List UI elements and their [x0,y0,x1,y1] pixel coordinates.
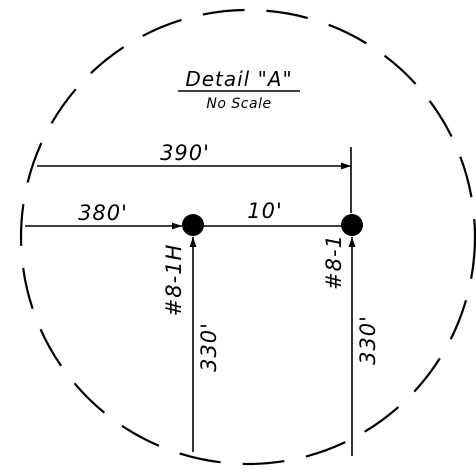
well-marker-8-1 [341,214,363,236]
well-label-8-1h: #8-1H [162,244,186,317]
detail-subtitle: No Scale [206,96,271,112]
well-label-8-1: #8-1 [322,234,346,290]
dimension-label-10: 10' [247,199,283,223]
detail-boundary-circle [19,8,476,466]
detail-title: Detail "A" [185,67,292,91]
dimension-label-330-left: 330' [197,322,221,372]
dimension-label-330-right: 330' [356,315,380,365]
dimension-label-390: 390' [160,141,210,165]
dimension-label-380: 380' [78,201,128,225]
well-marker-8-1h [182,214,204,236]
